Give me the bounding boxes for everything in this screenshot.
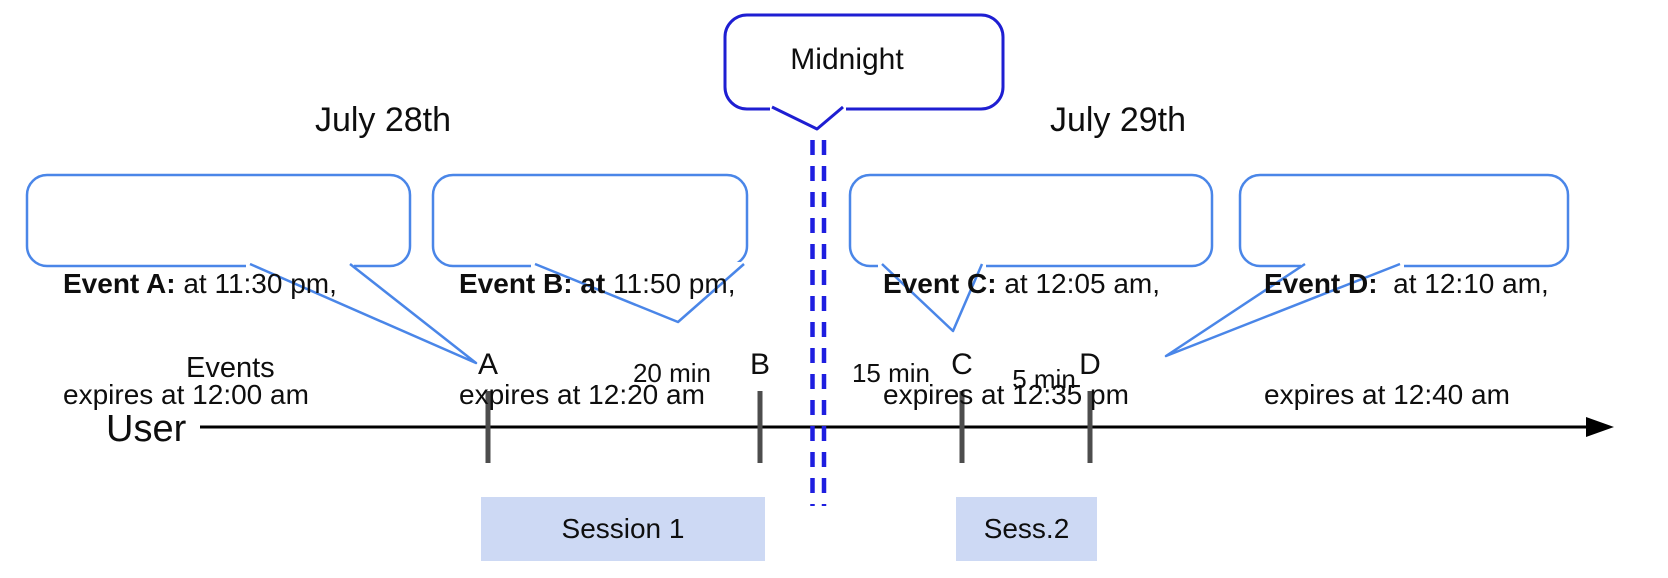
event-c-line1: Event C: at 12:05 am, [883,268,1161,299]
tick-label-b: B [749,348,770,381]
event-c-callout-text: Event C: at 12:05 am, expires at 12:35 p… [850,175,1212,410]
tick-b [757,391,763,463]
event-b-callout-text: Event B: at 11:50 pm, expires at 12:20 a… [433,175,747,410]
midnight-callout-box [723,13,1005,111]
event-a-callout-tail [249,262,478,365]
interval-20min-label: 20 min [632,358,712,388]
event-d-callout-text: Event D: at 12:10 am, expires at 12:40 a… [1240,175,1568,410]
interval-15min-label: 15 min [851,358,931,388]
midnight-callout-tail [771,105,844,131]
event-d-callout-tail [1164,262,1401,358]
event-c-callout-tail [881,263,984,333]
event-a-callout-box [25,173,412,268]
session-1-box: Session 1 [481,497,765,561]
tick-c [959,391,965,463]
tick-label-d: D [1079,348,1101,381]
interval-5min-label: 5 min [1012,364,1076,394]
session-2-box: Sess.2 [956,497,1097,561]
event-a-line2: expires at 12:00 am [63,379,309,410]
date-title-july-29: July 29th [1049,101,1187,139]
tick-label-a: A [477,348,498,381]
event-b-line2: expires at 12:20 am [459,379,705,410]
event-c-line2: expires at 12:35 pm [883,379,1129,410]
session-2-label: Sess.2 [983,513,1070,544]
event-a-line1: Event A: at 11:30 pm, [63,268,337,299]
event-d-line1: Event D: at 12:10 am, [1264,268,1549,299]
events-axis-label: Events [186,352,275,384]
date-title-july-28: July 28th [314,101,452,139]
tick-label-c: C [951,348,973,381]
midnight-callout-label: Midnight [790,43,904,76]
event-a-callout-text: Event A: at 11:30 pm, expires at 12:00 a… [27,175,410,410]
event-c-callout-box [848,173,1214,268]
tick-d [1087,391,1093,463]
tick-a [485,391,491,463]
event-d-line2: expires at 12:40 am [1264,379,1510,410]
user-axis-label: User [106,408,187,450]
midnight-callout-tail-mask [770,105,846,112]
session-1-label: Session 1 [561,513,685,544]
event-b-callout-tail [534,262,745,324]
event-b-line1: Event B: at 11:50 pm, [459,268,736,299]
timeline-arrowhead-icon [1586,417,1614,437]
